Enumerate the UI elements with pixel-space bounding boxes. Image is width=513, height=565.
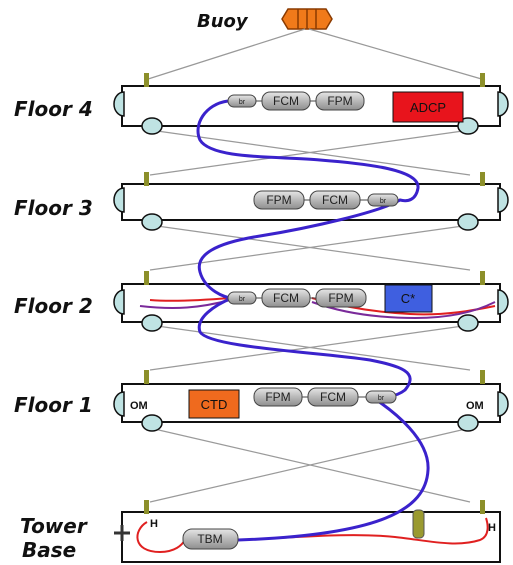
svg-text:FPM: FPM [327, 94, 352, 108]
floor-4-label: Floor 4 [14, 97, 93, 121]
adcp-instrument: ADCP [392, 91, 464, 123]
svg-text:br: br [380, 198, 387, 205]
svg-text:FPM: FPM [266, 193, 291, 207]
floor-3-modules: FPM FCM br [253, 190, 399, 210]
tower-label-line1: Tower [20, 514, 88, 538]
floor-3-label: Floor 3 [14, 196, 93, 220]
floor-2-modules: br FCM FPM C* [227, 284, 433, 313]
buoy-lines [144, 28, 486, 81]
module-fcm-f2: FCM [261, 288, 311, 308]
svg-text:br: br [239, 296, 246, 303]
floor-4-modules: br FCM FPM ADCP [227, 91, 464, 123]
buoy-label: Buoy [197, 11, 249, 32]
module-br-f4: br [227, 94, 257, 108]
h-right-label: H [488, 522, 496, 534]
module-fpm-f4: FPM [315, 91, 365, 111]
svg-text:FCM: FCM [322, 193, 348, 207]
module-fpm-f3: FPM [253, 190, 305, 210]
module-br-f2: br [227, 291, 257, 305]
base-connector-icon [114, 525, 130, 541]
svg-text:ADCP: ADCP [410, 100, 446, 115]
module-fpm-f1: FPM [253, 387, 303, 407]
floor-1-modules: CTD FPM FCM br [188, 387, 397, 419]
h-left-label: H [150, 518, 158, 530]
svg-text:FPM: FPM [265, 390, 290, 404]
main-backbone-cable [196, 99, 430, 542]
svg-text:FCM: FCM [320, 390, 346, 404]
svg-text:TBM: TBM [197, 532, 222, 546]
svg-text:FCM: FCM [273, 94, 299, 108]
module-fcm-f3: FCM [309, 190, 361, 210]
module-fpm-f2: FPM [315, 288, 367, 308]
module-tbm: TBM [182, 528, 239, 550]
module-fcm-f4: FCM [261, 91, 311, 111]
module-br-f1: br [365, 390, 397, 404]
ctd-instrument: CTD [188, 389, 240, 419]
svg-text:FCM: FCM [273, 291, 299, 305]
floor-1-label: Floor 1 [14, 393, 93, 417]
cstar-instrument: C* [384, 284, 433, 313]
svg-text:br: br [239, 99, 246, 106]
om-right-label: OM [466, 400, 484, 412]
floor-2-label: Floor 2 [14, 294, 93, 318]
svg-text:br: br [378, 395, 385, 402]
module-br-f3: br [367, 193, 399, 207]
tower-base [114, 500, 501, 563]
floor-2 [113, 271, 509, 332]
buoy-icon [281, 8, 333, 30]
tower-label-line2: Base [22, 538, 76, 562]
svg-text:FPM: FPM [328, 291, 353, 305]
svg-text:C*: C* [401, 291, 415, 306]
om-left-label: OM [130, 400, 148, 412]
module-fcm-f1: FCM [307, 387, 359, 407]
cross-lines [149, 129, 471, 503]
svg-text:CTD: CTD [201, 397, 228, 412]
